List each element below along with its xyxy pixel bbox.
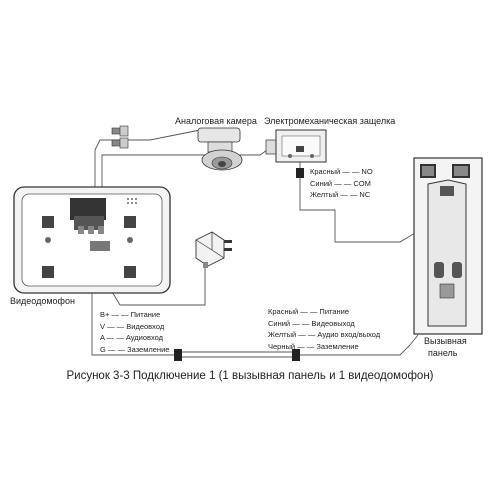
camera-label: Аналоговая камера bbox=[175, 116, 257, 126]
bus-connector-left bbox=[174, 349, 182, 361]
panel-wire-blue: Синий — — Видеовыход bbox=[268, 318, 355, 328]
panel-wire-yellow: Желтый — — Аудио вход/выход bbox=[268, 330, 381, 339]
panel-wire-black: Черный — — Заземление bbox=[268, 341, 359, 351]
lock-wire-red: Красный — — NO bbox=[310, 167, 373, 176]
lock-connector bbox=[296, 168, 304, 178]
camera-cable bbox=[94, 139, 120, 200]
panel-label-1: Вызывная bbox=[424, 336, 467, 346]
monitor-wire-bplus: B+ — — Питание bbox=[100, 310, 161, 319]
lock-device bbox=[265, 129, 327, 163]
monitor-device bbox=[13, 186, 171, 294]
bus-cable-a bbox=[91, 285, 178, 356]
camera-device bbox=[111, 125, 243, 171]
panel-label-2: панель bbox=[428, 348, 458, 358]
power-cable bbox=[107, 265, 206, 306]
panel-wire-list: Красный — — Питание Синий — — Видеовыход… bbox=[268, 306, 380, 352]
monitor-wire-list: B+ — — Питание V — — Видеовход A — — Ауд… bbox=[100, 309, 169, 355]
monitor-wire-g: G — — Заземление bbox=[100, 344, 170, 354]
lock-cable bbox=[101, 147, 271, 200]
bus-connector-right bbox=[292, 349, 300, 361]
camera-cable-2 bbox=[120, 129, 201, 141]
lock-label: Электромеханическая защелка bbox=[264, 116, 396, 126]
monitor-wire-v: V — — Видеовход bbox=[100, 321, 165, 331]
power-adapter bbox=[195, 231, 232, 268]
call-panel-device bbox=[413, 157, 483, 335]
lock-wire-blue: Синий — — COM bbox=[310, 178, 371, 188]
lock-wires bbox=[299, 160, 421, 243]
lock-wire-list: Красный — — NO Синий — — COM Желтый — — … bbox=[310, 166, 373, 201]
figure-caption: Рисунок 3-3 Подключение 1 (1 вызывная па… bbox=[66, 370, 434, 382]
monitor-wire-a: A — — Аудиовход bbox=[100, 333, 164, 342]
lock-wire-yellow: Желтый — — NC bbox=[310, 190, 371, 199]
monitor-label: Видеодомофон bbox=[10, 296, 75, 306]
bus-cable-d bbox=[297, 334, 419, 356]
panel-wire-red: Красный — — Питание bbox=[268, 307, 350, 316]
